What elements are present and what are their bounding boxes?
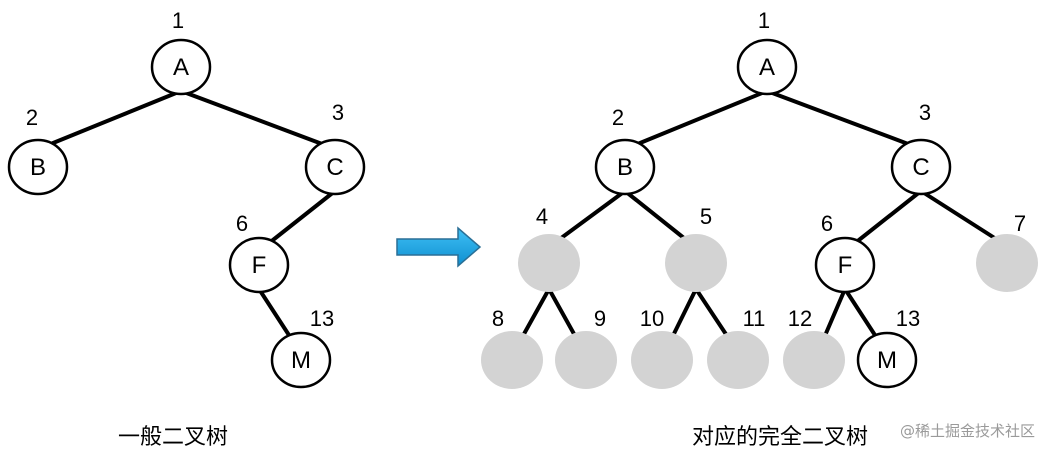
right-edge-A-C: [765, 89, 913, 147]
right-arrow-icon: [396, 226, 482, 268]
node-label: B: [617, 154, 633, 181]
right-tree-caption: 对应的完全二叉树: [692, 425, 868, 450]
node-index: 13: [896, 306, 920, 331]
node-index: 13: [310, 306, 334, 331]
node-index: 8: [492, 306, 504, 331]
right-edge-C-F: [853, 189, 923, 245]
left-tree-edges: [46, 89, 337, 340]
watermark: @稀土掘金技术社区: [900, 422, 1035, 440]
empty-node-circle: [481, 331, 543, 389]
node-circle: [150, 38, 212, 96]
right-node-2: B2: [594, 105, 656, 196]
empty-node-circle: [976, 234, 1038, 292]
left-node-13: M 13: [270, 306, 334, 389]
right-node-6: F6: [814, 211, 876, 294]
node-circle: [856, 331, 918, 389]
left-node-3: C3: [304, 100, 366, 196]
node-circle: [890, 138, 952, 196]
right-edge-F-M: [843, 287, 879, 340]
empty-node-circle: [665, 234, 727, 292]
node-index: 12: [788, 306, 812, 331]
empty-node-circle: [555, 331, 617, 389]
node-index: 2: [612, 105, 624, 130]
right-node-12: 12: [783, 306, 845, 389]
right-edge-n4-n9: [547, 287, 578, 338]
right-node-9: 9: [555, 306, 617, 389]
right-edge-n5-n11: [694, 287, 730, 338]
node-index: 1: [758, 8, 770, 33]
node-index: 3: [919, 100, 931, 125]
node-index: 9: [594, 306, 606, 331]
node-index: 5: [700, 204, 712, 229]
empty-node-circle: [518, 234, 580, 292]
right-edge-C-n7: [919, 189, 999, 241]
right-node-11: 11: [707, 306, 769, 389]
node-index: 11: [743, 306, 766, 331]
node-label: F: [838, 252, 853, 279]
empty-node-circle: [631, 331, 693, 389]
right-edge-F-n12: [822, 287, 847, 338]
empty-node-circle: [707, 331, 769, 389]
right-edge-A-B: [633, 89, 769, 147]
right-node-5: 5: [665, 204, 727, 292]
node-label: B: [30, 154, 46, 181]
node-index: 2: [26, 105, 38, 130]
node-index: 6: [236, 211, 248, 236]
right-edge-n5-n10: [670, 287, 698, 338]
node-label: M: [877, 347, 897, 374]
left-node-2: B2: [7, 105, 69, 196]
node-index: 4: [536, 204, 548, 229]
node-circle: [270, 331, 332, 389]
node-circle: [814, 236, 876, 294]
node-index: 3: [332, 100, 344, 125]
right-edge-B-n4: [557, 189, 627, 241]
node-index: 6: [821, 211, 833, 236]
left-edge-A-C: [179, 89, 327, 147]
right-tree-edges: [520, 89, 999, 340]
left-edge-A-B: [46, 89, 183, 147]
node-circle: [304, 138, 366, 196]
right-node-1: A1: [736, 8, 798, 96]
right-node-4: 4: [518, 204, 580, 292]
node-circle: [228, 236, 290, 294]
right-node-10: 10: [631, 306, 693, 389]
empty-node-circle: [783, 331, 845, 389]
node-label: A: [759, 54, 775, 81]
left-edge-C-F: [267, 189, 337, 245]
left-edge-F-M: [257, 287, 293, 340]
node-label: C: [912, 154, 929, 181]
node-label: A: [173, 54, 189, 81]
node-circle: [736, 38, 798, 96]
right-node-3: C3: [890, 100, 952, 196]
left-tree-caption: 一般二叉树: [118, 425, 228, 450]
left-node-1: A1: [150, 8, 212, 96]
right-node-7: 7: [976, 211, 1038, 292]
node-label: F: [252, 252, 267, 279]
right-edge-n4-n8: [520, 287, 551, 338]
node-label: C: [326, 154, 343, 181]
left-node-6: F6: [228, 211, 290, 294]
node-index: 10: [640, 306, 664, 331]
node-circle: [7, 138, 69, 196]
right-node-8: 8: [481, 306, 543, 389]
node-index: 7: [1014, 211, 1026, 236]
right-edge-B-n5: [623, 189, 688, 241]
right-node-13: M 13: [856, 306, 920, 389]
node-circle: [594, 138, 656, 196]
node-index: 1: [172, 8, 184, 33]
node-label: M: [291, 347, 311, 374]
